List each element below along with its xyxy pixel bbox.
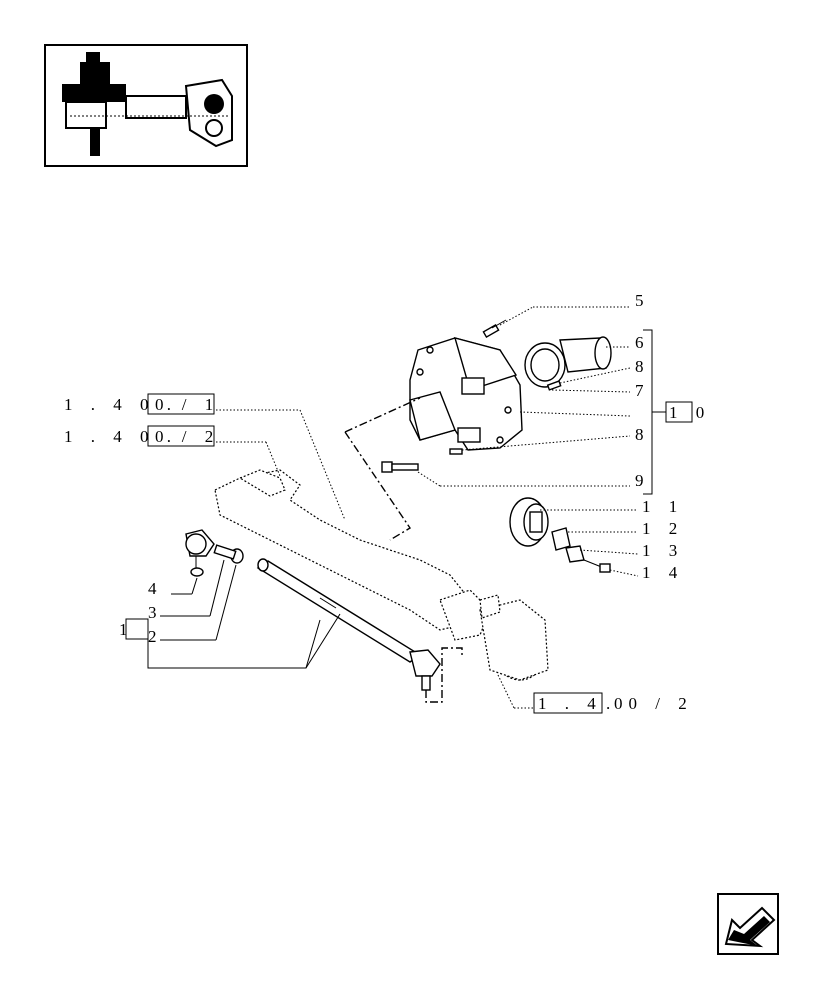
axle-assembly-thumbnail-icon — [62, 52, 233, 156]
clip-13 — [565, 545, 585, 563]
ref-box-mid[interactable] — [147, 425, 215, 447]
back-arrow-icon — [724, 906, 776, 948]
bolt-14 — [583, 559, 611, 573]
item-label-12: 1 2 — [642, 519, 684, 538]
pin-8-bottom — [449, 448, 463, 455]
ref-label-top-prefix: 1 . 4 0 . — [64, 395, 178, 414]
item-label-11: 1 1 — [642, 497, 684, 516]
leader-lines — [216, 306, 639, 709]
leader-lines-solid — [147, 329, 666, 669]
item-label-14: 1 4 — [642, 563, 684, 582]
item-label-5: 5 — [635, 291, 651, 310]
bolt-9 — [381, 461, 419, 473]
back-arrow-button[interactable] — [717, 893, 779, 955]
item-label-13: 1 3 — [642, 541, 684, 560]
tie-rod-end-left — [185, 529, 215, 568]
group-box-left — [125, 618, 149, 640]
item-label-9: 9 — [635, 471, 651, 490]
item-label-7: 7 — [635, 381, 651, 400]
nut-4 — [190, 567, 204, 577]
tie-rod-end-right — [409, 649, 441, 691]
item-label-3: 3 — [148, 603, 164, 622]
plate-12 — [551, 527, 571, 551]
pin-8-top — [546, 380, 562, 391]
axle-housing-bracket — [409, 337, 523, 451]
bushing — [524, 336, 612, 388]
gear-ring-11 — [509, 497, 549, 547]
ref-label-mid-boxed[interactable]: 0 / 2 — [155, 427, 220, 446]
ref-label-top-boxed[interactable]: 0 / 1 — [155, 395, 220, 414]
ref-box-top[interactable] — [147, 393, 215, 415]
item-label-8-bottom: 8 — [635, 425, 651, 444]
item-label-2: 2 — [148, 627, 164, 646]
ref-box-bottom[interactable] — [533, 692, 603, 714]
item-label-6: 6 — [635, 333, 651, 352]
ref-label-bottom-suffix: . 0 / 2 — [606, 694, 694, 713]
ref-label-bottom-boxed[interactable]: 1 . 4 0 — [538, 694, 630, 713]
group-label-right: 1 0 — [669, 403, 711, 422]
sleeve-2 — [213, 544, 237, 560]
front-axle-housing — [214, 469, 549, 681]
hub-link-line — [425, 647, 463, 703]
item-label-4: 4 — [148, 579, 164, 598]
bolt-5 — [482, 319, 507, 339]
assembly-link-line — [344, 397, 421, 541]
assembly-thumbnail[interactable] — [44, 44, 248, 167]
ref-label-mid-prefix: 1 . 4 0 . — [64, 427, 178, 446]
group-box-right — [665, 401, 693, 423]
item-label-8-top: 8 — [635, 357, 651, 376]
group-label-left: 1 — [119, 620, 135, 639]
